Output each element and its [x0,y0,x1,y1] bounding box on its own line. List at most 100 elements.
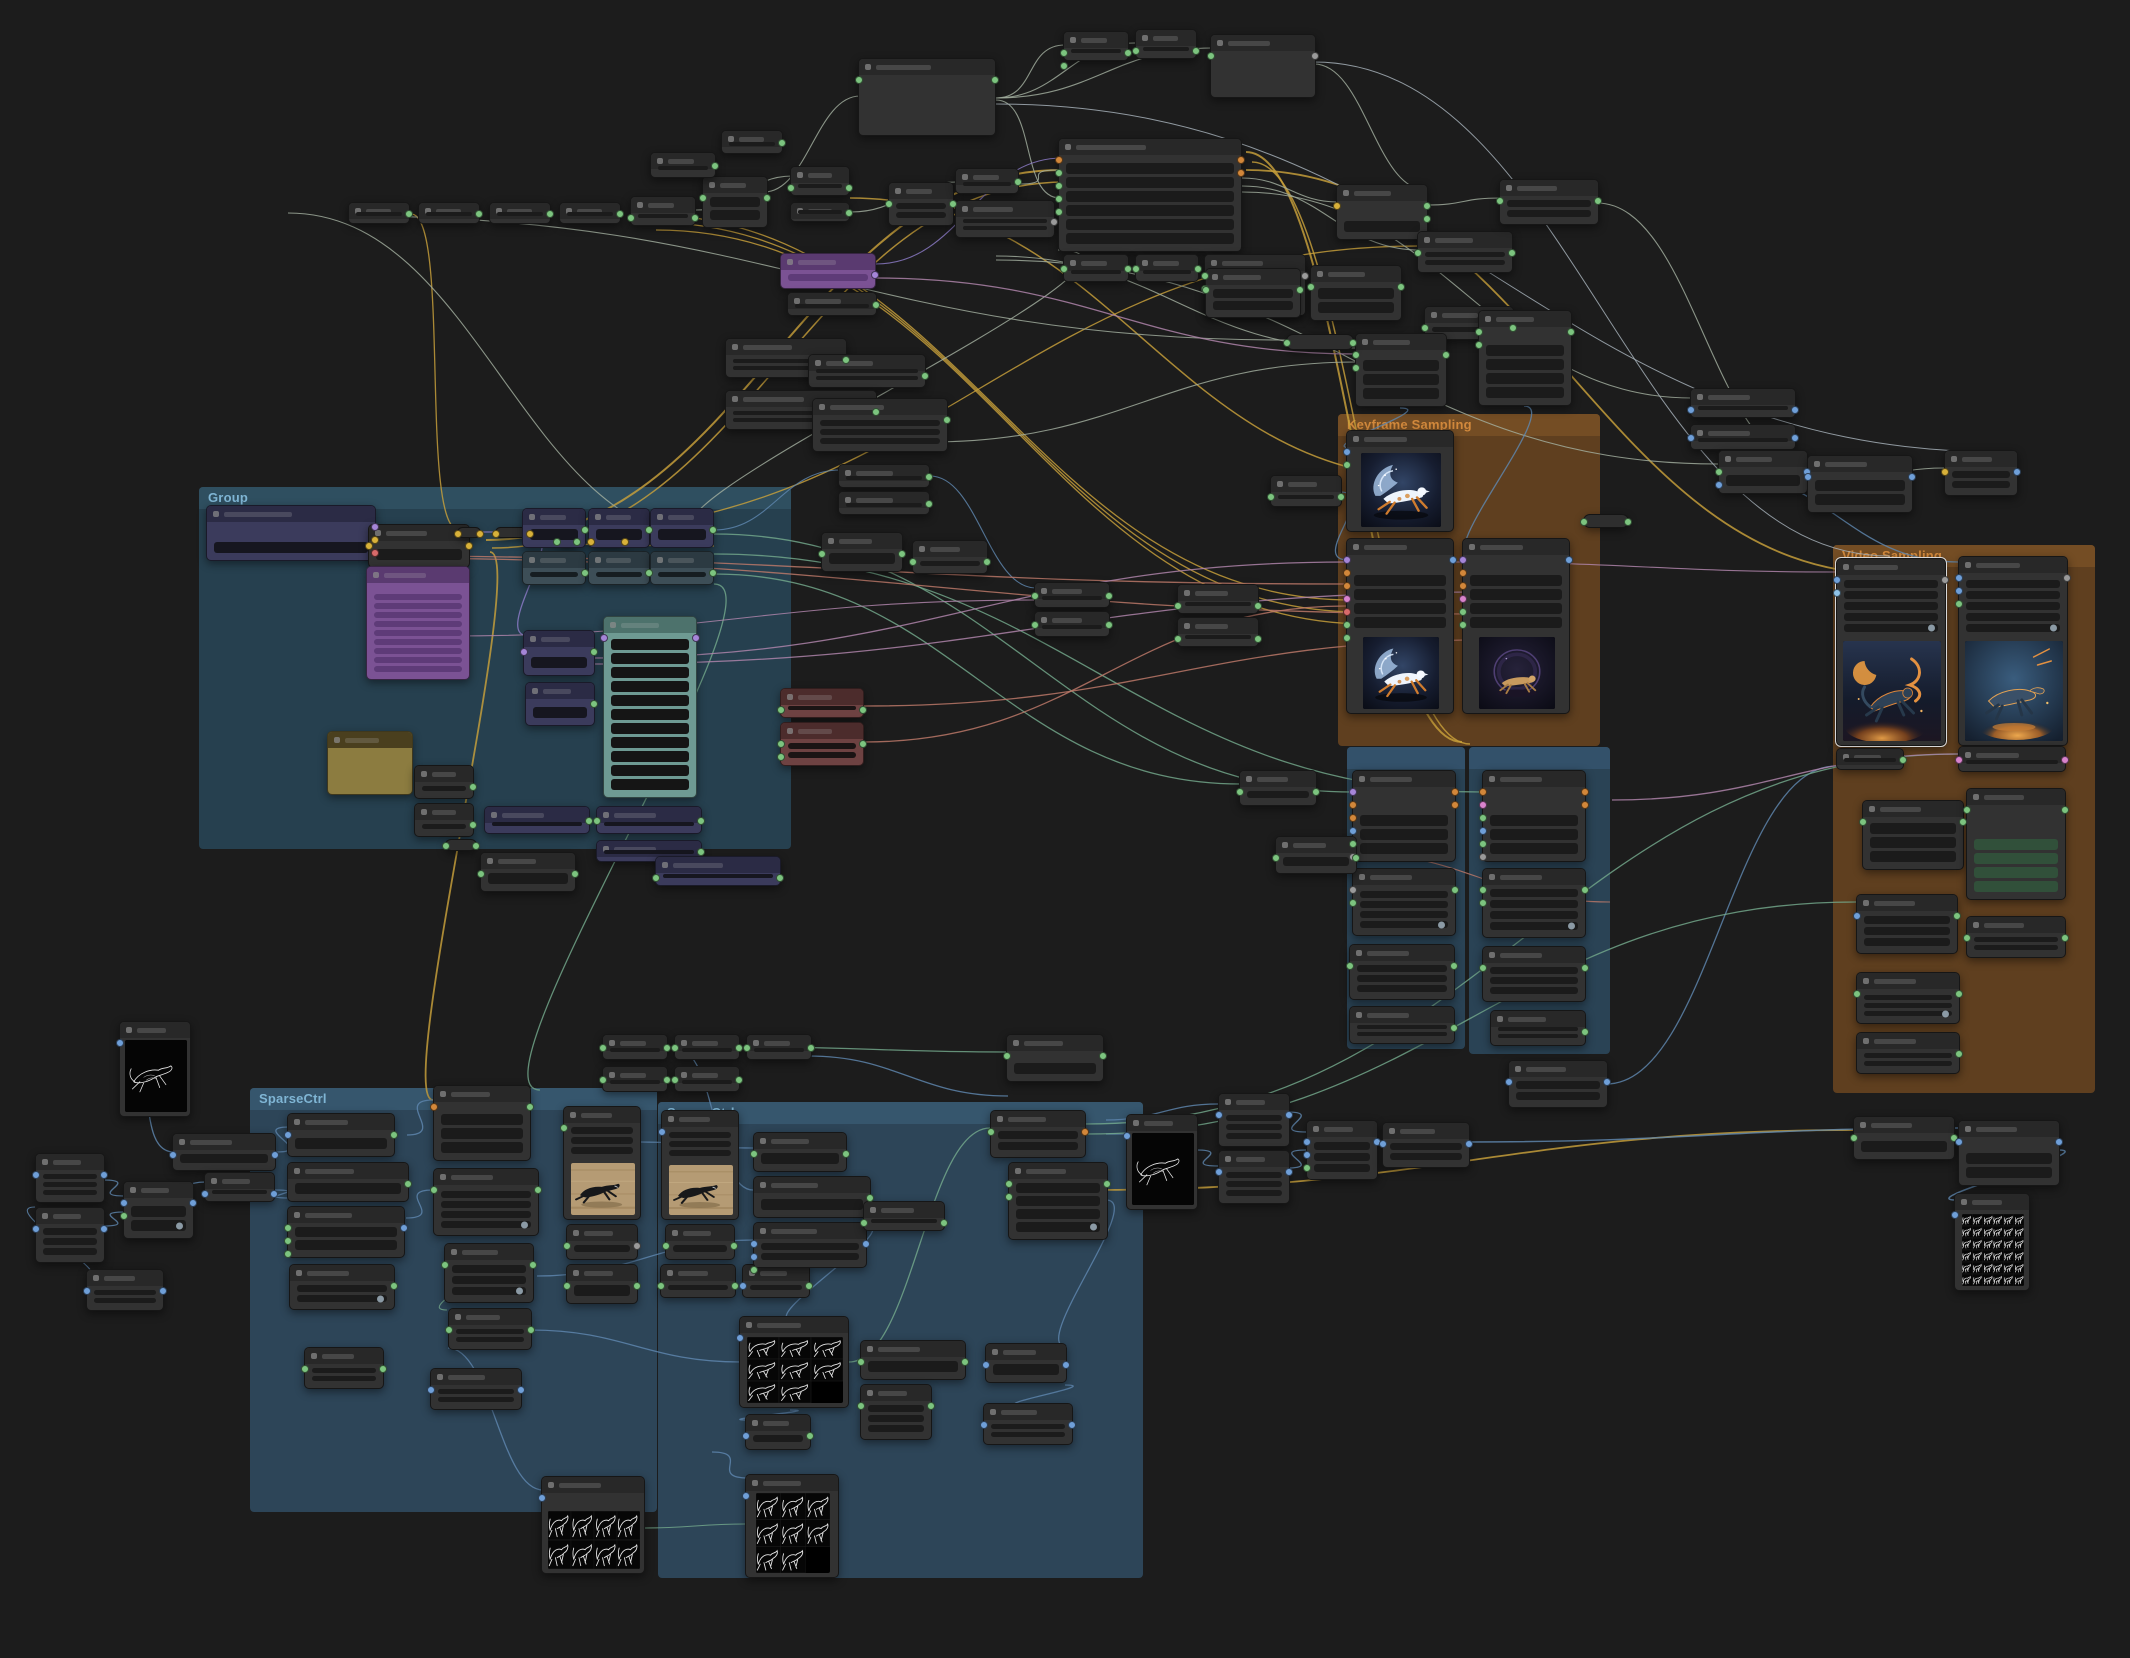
widget-row[interactable] [374,666,462,672]
collapse-icon[interactable] [787,259,793,265]
node-title-bar[interactable] [589,552,649,568]
input-port[interactable] [553,538,561,546]
widget-row[interactable] [94,1298,156,1303]
input-port[interactable] [1349,788,1357,796]
node[interactable] [777,688,867,718]
input-port[interactable] [855,76,863,84]
widget-row[interactable] [1066,177,1234,188]
widget-row[interactable] [1698,406,1788,410]
collapse-icon[interactable] [179,1139,185,1145]
collapse-icon[interactable] [1015,1168,1021,1174]
node[interactable] [484,806,593,834]
widget-row[interactable] [1490,843,1578,854]
node-title-bar[interactable] [567,1265,637,1281]
output-port[interactable] [692,634,700,642]
input-port[interactable] [742,1432,750,1440]
collapse-icon[interactable] [990,1409,996,1415]
collapse-icon[interactable] [1863,978,1869,984]
input-port[interactable] [1352,364,1360,372]
widget-handle-icon[interactable] [377,1295,384,1302]
widget-row[interactable] [1490,911,1578,919]
widget-row[interactable] [1698,438,1788,442]
input-port[interactable] [1283,339,1291,347]
node-title-bar[interactable] [1463,539,1569,555]
input-port[interactable] [743,1044,751,1052]
collapse-icon[interactable] [752,1480,758,1486]
widget-handle-icon[interactable] [176,1222,183,1229]
widget-row[interactable] [1974,839,2058,850]
collapse-icon[interactable] [1424,237,1430,243]
node[interactable] [593,806,705,834]
input-port[interactable] [1343,582,1351,590]
node-title-bar[interactable] [526,683,594,699]
input-port[interactable] [1003,1052,1011,1060]
output-port[interactable] [1105,592,1113,600]
input-port[interactable] [1303,1164,1311,1172]
node-title-bar[interactable] [589,509,649,525]
collapse-icon[interactable] [296,1270,302,1276]
collapse-icon[interactable] [746,1322,752,1328]
output-port[interactable] [1581,964,1589,972]
widget-row[interactable] [896,212,946,218]
widget-row[interactable] [1390,1153,1462,1160]
input-port[interactable] [1343,556,1351,564]
node-title-bar[interactable] [305,1348,383,1364]
collapse-icon[interactable] [529,557,535,563]
collapse-icon[interactable] [213,511,219,517]
widget-row[interactable] [1318,288,1394,299]
node[interactable] [1031,611,1113,637]
collapse-icon[interactable] [681,1072,687,1078]
widget-row[interactable] [1966,1153,2052,1164]
output-port[interactable] [1254,602,1262,610]
input-port[interactable] [657,1282,665,1290]
collapse-icon[interactable] [532,688,538,694]
input-port[interactable] [430,1103,438,1111]
collapse-icon[interactable] [1951,456,1957,462]
widget-row[interactable] [574,1285,630,1296]
widget-row[interactable] [868,1361,958,1372]
widget-row[interactable] [868,1425,924,1432]
input-port[interactable] [739,1282,747,1290]
widget-row[interactable] [492,822,582,826]
node[interactable] [662,1224,738,1260]
widget-row[interactable] [682,1048,732,1052]
widget-row[interactable] [1357,975,1447,982]
output-port[interactable] [379,1365,387,1373]
widget-row[interactable] [297,1295,387,1302]
output-port[interactable] [711,162,719,170]
input-port[interactable] [750,1266,758,1274]
widget-row[interactable] [1042,625,1102,629]
node[interactable] [1479,946,1589,1002]
widget-row[interactable] [1314,1142,1370,1150]
output-port[interactable] [1624,518,1632,526]
input-port[interactable] [1307,283,1315,291]
widget-row[interactable] [1864,1003,1952,1008]
node[interactable] [1003,1034,1107,1082]
output-port[interactable] [709,569,717,577]
widget-row[interactable] [611,709,689,720]
input-port[interactable] [1349,886,1357,894]
node[interactable] [1479,868,1589,938]
widget-handle-icon[interactable] [1942,1010,1949,1017]
node[interactable] [1505,1060,1611,1108]
input-port[interactable] [742,1492,750,1500]
output-port[interactable] [1449,556,1457,564]
output-port[interactable] [709,526,717,534]
input-port[interactable] [1955,600,1963,608]
node[interactable] [857,1340,969,1380]
widget-row[interactable] [761,1199,863,1210]
node-title-bar[interactable] [703,177,767,193]
image-node[interactable] [736,1316,849,1408]
widget-row[interactable] [312,1376,376,1381]
widget-row[interactable] [1844,591,1938,599]
input-port[interactable] [1479,899,1487,907]
widget-row[interactable] [604,822,694,826]
node-title-bar[interactable] [1955,1194,2029,1210]
node[interactable] [743,1034,815,1060]
node-title-bar[interactable] [1959,557,2067,573]
node[interactable] [441,1243,537,1303]
node-title-bar[interactable] [754,1177,870,1193]
node-title-bar[interactable] [434,1086,530,1102]
widget-row[interactable] [750,1285,802,1290]
widget-row[interactable] [868,1415,924,1422]
